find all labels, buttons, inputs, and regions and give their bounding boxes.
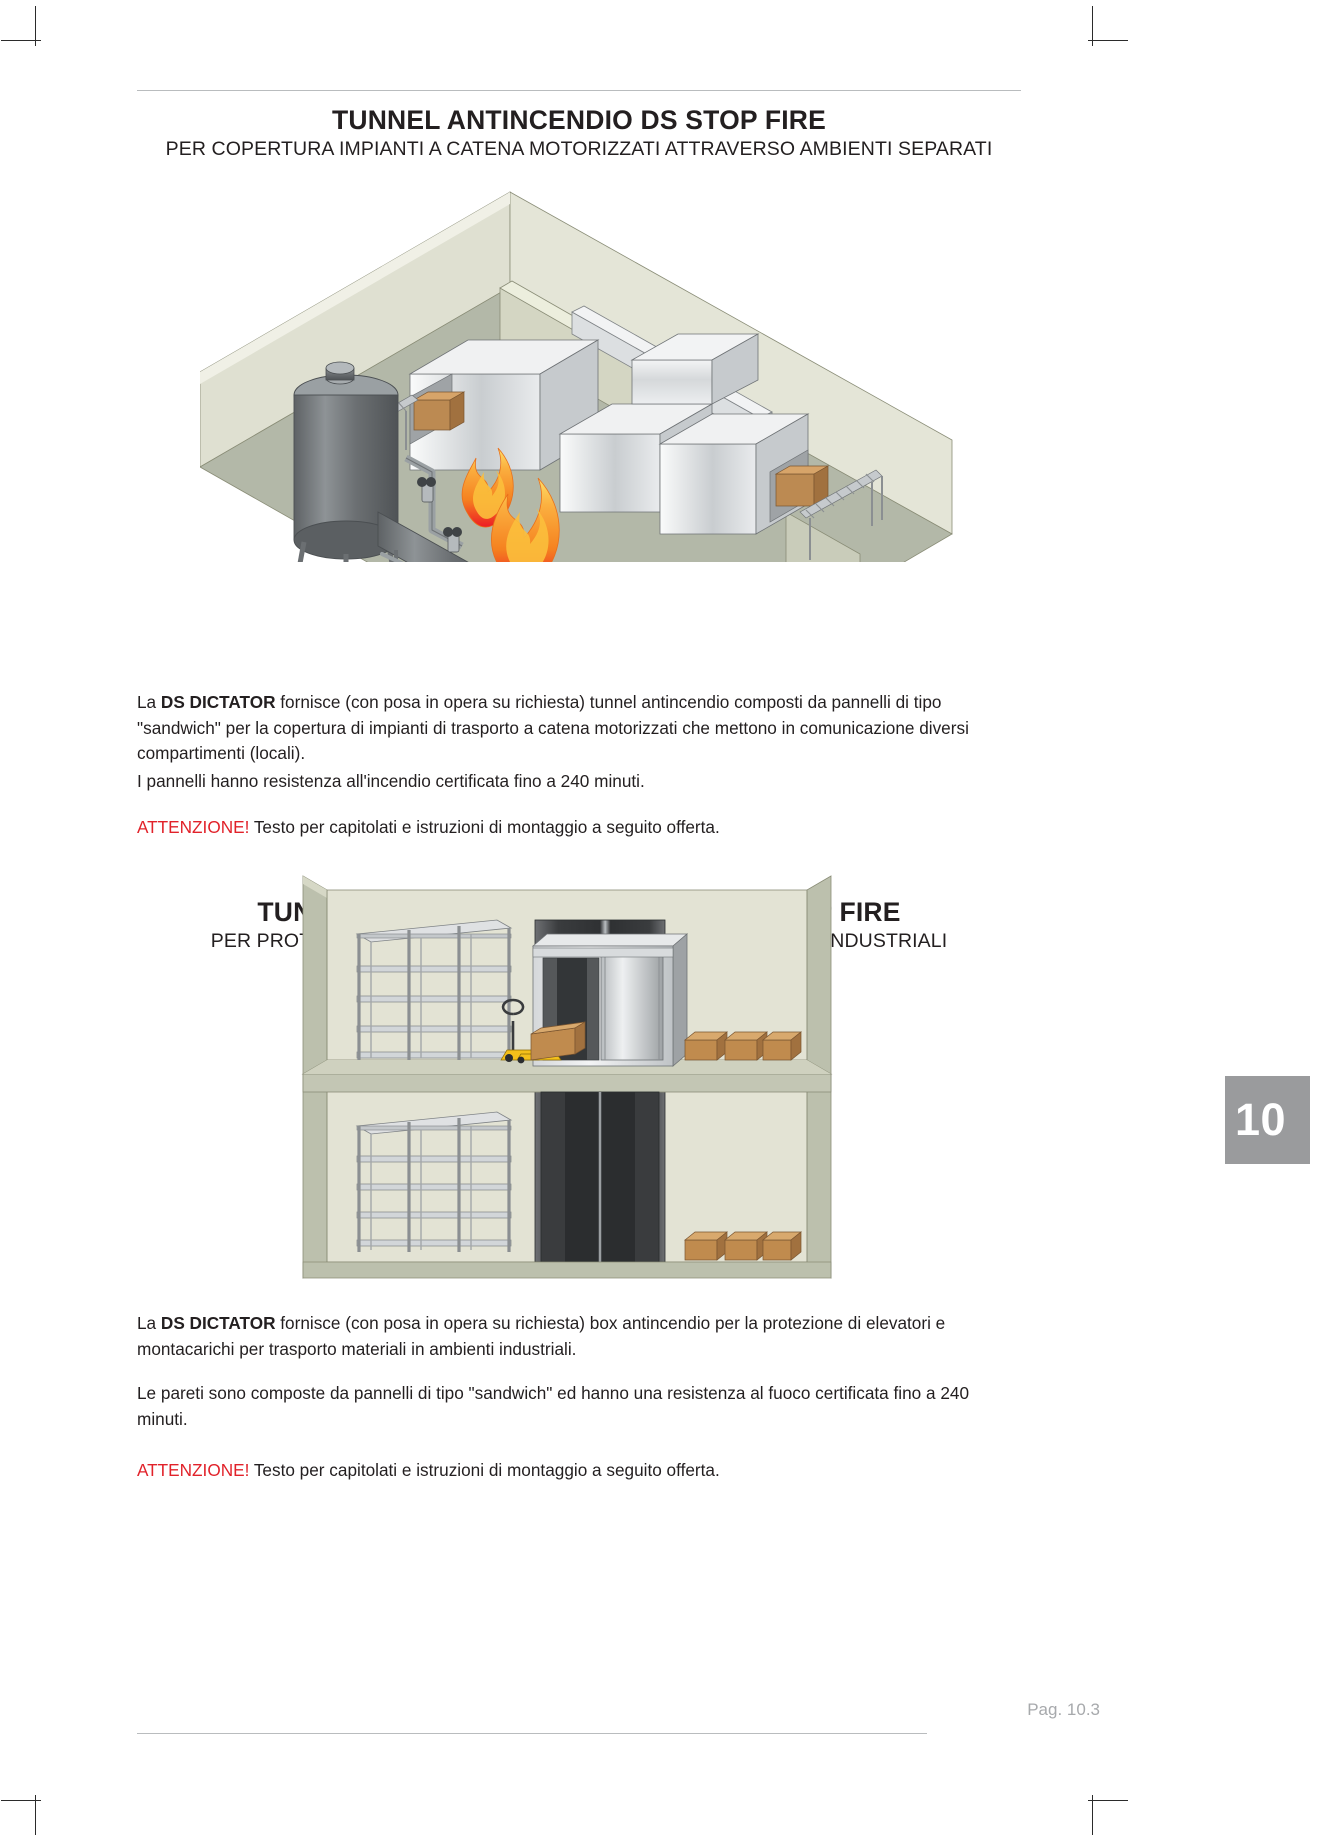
crop-mark-bottom-right-vertical	[1092, 1795, 1093, 1835]
section-2-paragraph-2: Le pareti sono composte da pannelli di t…	[137, 1383, 974, 1429]
section-1-subtitle: PER COPERTURA IMPIANTI A CATENA MOTORIZZ…	[165, 137, 993, 160]
crop-mark-bottom-left-vertical	[35, 1795, 36, 1835]
footer-page-label: Pag. 10.3	[1027, 1700, 1100, 1719]
crop-mark-top-right-horizontal	[1088, 40, 1128, 41]
header-divider	[137, 90, 1021, 91]
section-2-paragraph-1-text: fornisce (con posa in opera su richiesta…	[137, 1313, 951, 1359]
carton-on-truck-upper	[530, 1021, 586, 1061]
section-2-paragraph-1: La DS DICTATOR fornisce (con posa in ope…	[137, 1313, 951, 1359]
crop-mark-top-right-vertical	[1092, 6, 1093, 46]
footer-divider	[137, 1733, 927, 1734]
shelving-unit-lower	[355, 1111, 513, 1252]
shelving-unit-upper	[355, 919, 513, 1060]
section-1-paragraph-3-text: Testo per capitolati e istruzioni di mon…	[249, 817, 720, 837]
cartons-lower-right	[684, 1231, 802, 1261]
attention-label-2: ATTENZIONE!	[137, 1460, 250, 1480]
section-1-paragraph-3: ATTENZIONE! Testo per capitolati e istru…	[137, 815, 1021, 841]
crop-mark-bottom-left-horizontal	[1, 1800, 41, 1801]
section-1-paragraph-2: I pannelli hanno resistenza all'incendio…	[137, 771, 645, 791]
section-1-paragraph-1-text: fornisce (con posa in opera su richiesta…	[137, 692, 974, 763]
section-2-paragraph-3: ATTENZIONE! Testo per capitolati e istru…	[137, 1458, 1021, 1484]
crop-mark-bottom-right-horizontal	[1088, 1800, 1128, 1801]
crop-mark-top-left-vertical	[35, 6, 36, 46]
section-1-heading: TUNNEL ANTINCENDIO DS STOP FIRE PER COPE…	[137, 106, 1021, 160]
section-2-paragraph-3-text: Testo per capitolati e istruzioni di mon…	[249, 1460, 720, 1480]
attention-label-1: ATTENZIONE!	[137, 817, 250, 837]
warehouse-conveyor-fire-illustration	[199, 182, 960, 718]
section-1-title: TUNNEL ANTINCENDIO DS STOP FIRE	[331, 105, 827, 135]
cartons-upper-right	[684, 1031, 802, 1061]
crop-mark-top-left-horizontal	[1, 40, 41, 41]
brand-name-2: DS DICTATOR	[160, 1313, 276, 1333]
page-number-tab: 10	[1225, 1076, 1310, 1164]
section-1-paragraph-1: La DS DICTATOR fornisce (con posa in ope…	[137, 692, 974, 763]
brand-name-1: DS DICTATOR	[160, 692, 276, 712]
two-story-elevator-shaft-illustration	[285, 868, 845, 1293]
